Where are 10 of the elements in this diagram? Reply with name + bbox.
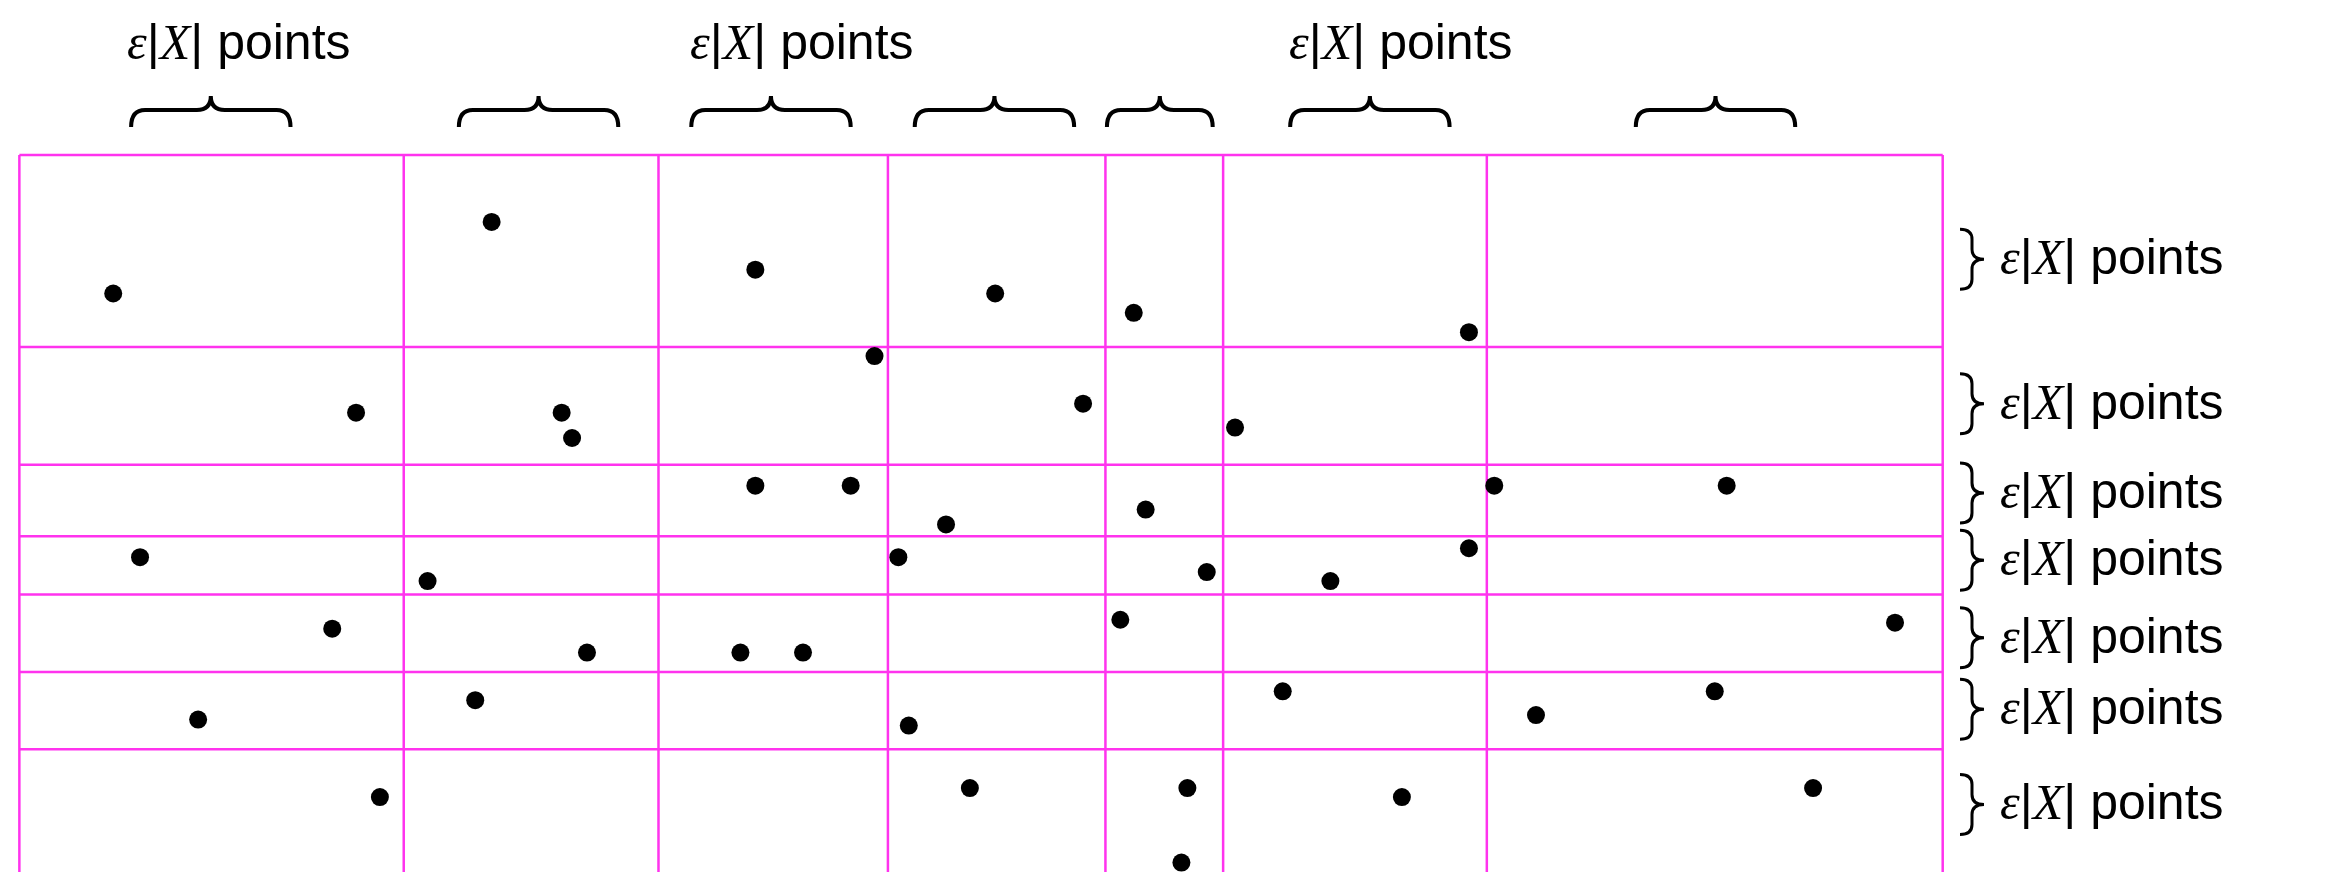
brace-label: ε|X| points: [2000, 530, 2224, 587]
brace-label: ε|X| points: [690, 14, 914, 70]
brace-label: ε|X| points: [2000, 774, 2224, 831]
brace-label: ε|X| points: [2000, 229, 2224, 286]
brace-label: ε|X| points: [127, 14, 351, 70]
brace-label: ε|X| points: [2000, 373, 2224, 430]
brace-label: ε|X| points: [2000, 679, 2224, 736]
brace-label: ε|X| points: [1289, 14, 1513, 70]
brace-label: ε|X| points: [2000, 607, 2224, 664]
brace-label: ε|X| points: [2000, 463, 2224, 520]
